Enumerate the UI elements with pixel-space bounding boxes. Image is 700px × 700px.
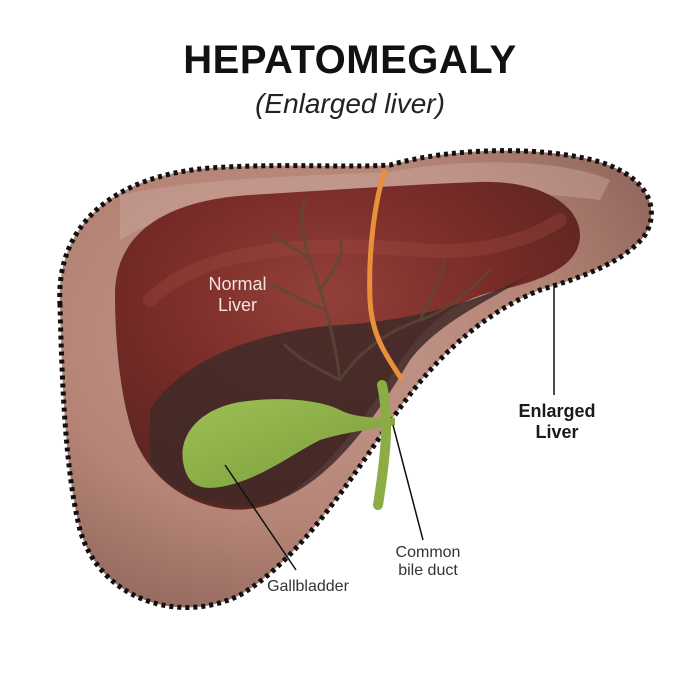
common-bile-duct-shape <box>373 380 392 510</box>
page-subtitle: (Enlarged liver) <box>255 88 445 119</box>
bile-duct-leader-line <box>392 424 424 541</box>
label-normal-liver: Normal Liver <box>208 274 267 315</box>
label-enlarged-liver: Enlarged Liver <box>518 401 596 442</box>
label-common-bile-duct: Common bile duct <box>395 544 461 580</box>
page-title: HEPATOMEGALY <box>183 38 517 82</box>
vessel-branches <box>268 198 492 382</box>
gallbladder-shape <box>182 399 395 488</box>
gallbladder-leader-line <box>224 464 297 571</box>
label-gallbladder: Gallbladder <box>267 578 349 595</box>
hepatic-duct <box>367 169 405 382</box>
